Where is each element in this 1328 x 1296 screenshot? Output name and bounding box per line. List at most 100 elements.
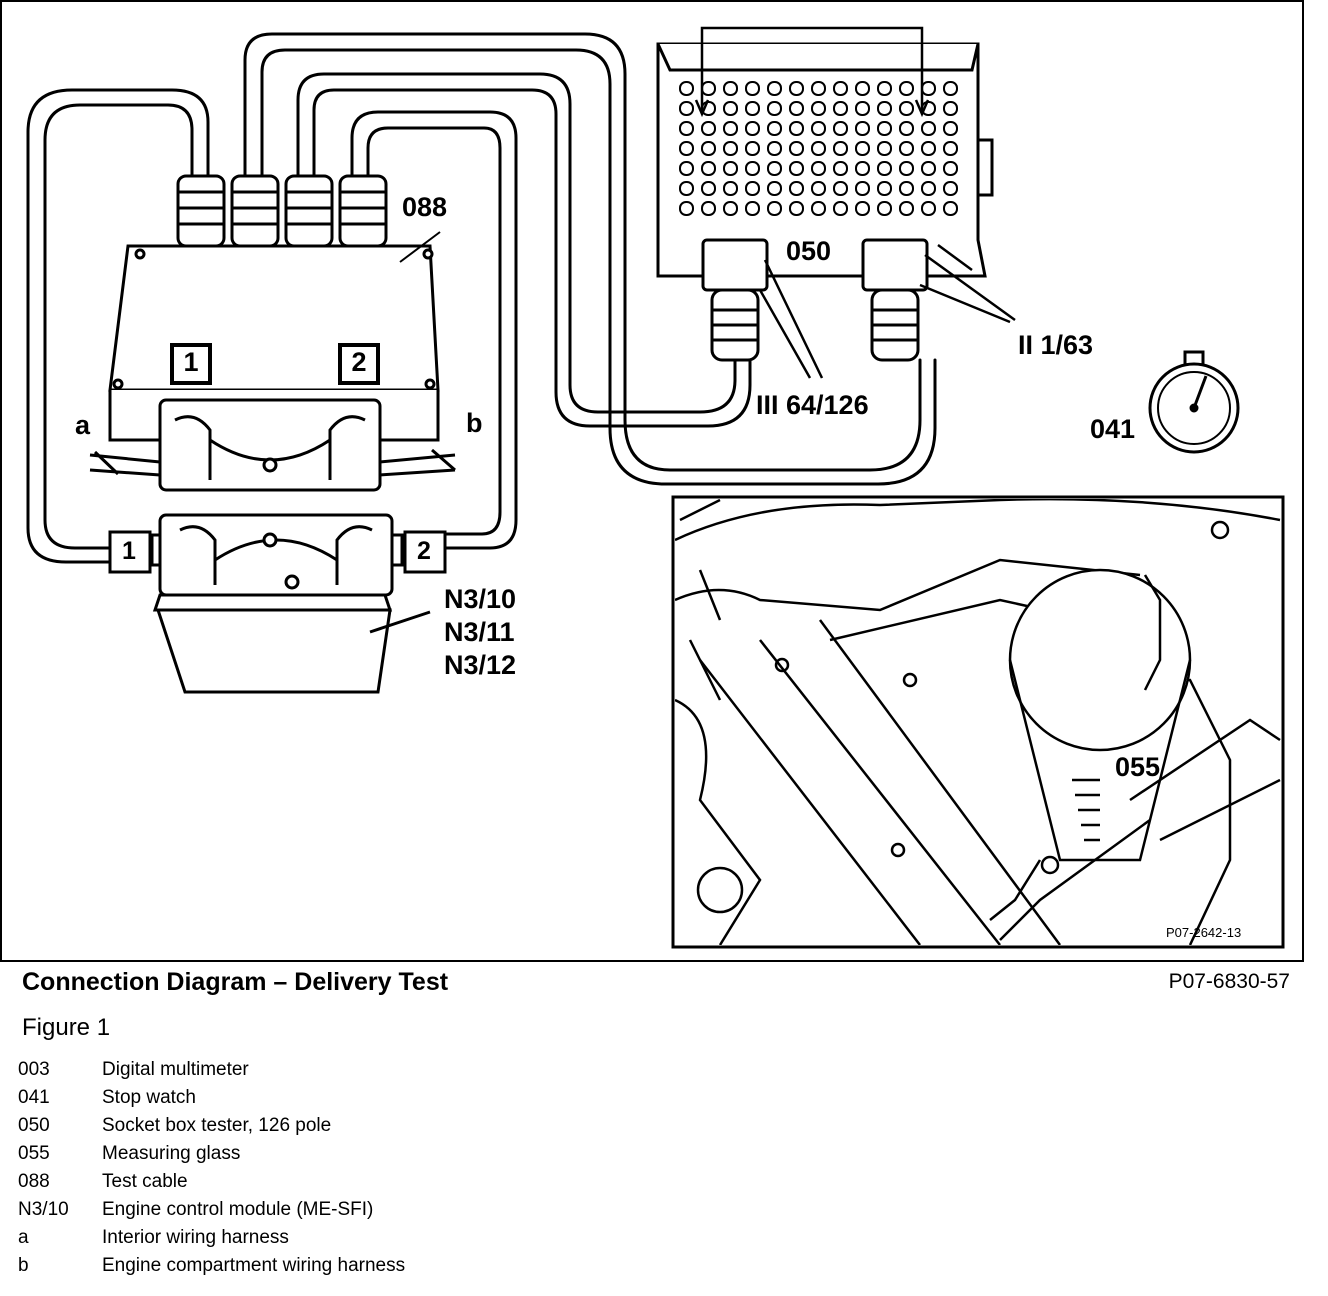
- socket-pin: [833, 201, 848, 216]
- plug-3: [284, 174, 334, 248]
- socket-box-sockets: [679, 81, 958, 216]
- label-ecm-n3-10: N3/10: [444, 584, 517, 614]
- socket-pin: [723, 121, 738, 136]
- socket-pin: [811, 141, 826, 156]
- socket-pin: [899, 101, 914, 116]
- cable-mid-outer: [243, 32, 922, 472]
- label-connector-iii: III 64/126: [756, 390, 869, 420]
- socket-pin: [921, 201, 936, 216]
- socket-pin: [833, 161, 848, 176]
- socket-pin: [701, 181, 716, 196]
- socket-pin: [811, 121, 826, 136]
- legend-desc: Stop watch: [102, 1087, 196, 1108]
- socket-pin: [877, 161, 892, 176]
- socket-pin: [701, 161, 716, 176]
- socket-pin: [855, 101, 870, 116]
- label-harness-b: b: [466, 408, 483, 438]
- socket-pin: [723, 161, 738, 176]
- socket-pin: [943, 161, 958, 176]
- socket-pin: [921, 161, 936, 176]
- socket-pin: [811, 161, 826, 176]
- socket-pin: [745, 181, 760, 196]
- socket-pin: [789, 181, 804, 196]
- socket-pin: [767, 181, 782, 196]
- socket-pin: [877, 201, 892, 216]
- socket-pin: [789, 141, 804, 156]
- stop-watch-icon: [1148, 350, 1240, 454]
- socket-pin: [855, 81, 870, 96]
- cable-left-outer: [43, 103, 194, 550]
- label-harness-a: a: [75, 410, 91, 440]
- socket-pin: [877, 121, 892, 136]
- legend-code: 055: [18, 1143, 50, 1164]
- socket-pin: [789, 201, 804, 216]
- socket-pin: [789, 81, 804, 96]
- socket-pin: [899, 181, 914, 196]
- socket-pin: [745, 121, 760, 136]
- socket-pin: [745, 141, 760, 156]
- label-box-connector-1: 1: [183, 347, 199, 377]
- socket-pin: [855, 121, 870, 136]
- legend-desc: Test cable: [102, 1171, 188, 1192]
- harness-connector: [89, 398, 456, 492]
- socket-pin: [943, 181, 958, 196]
- socket-pin: [723, 141, 738, 156]
- socket-pin: [899, 161, 914, 176]
- socket-pin: [789, 161, 804, 176]
- socket-pin: [833, 81, 848, 96]
- legend-item: 041 Stop watch: [18, 1084, 405, 1112]
- socket-pin: [679, 141, 694, 156]
- cable-inner2-inner: [312, 88, 752, 428]
- socket-pin: [855, 201, 870, 216]
- socket-pin: [899, 121, 914, 136]
- label-adapter-connector-1: 1: [122, 537, 136, 565]
- socket-pin: [855, 161, 870, 176]
- socket-pin: [921, 81, 936, 96]
- connection-diagram-art: [26, 26, 1285, 949]
- socket-pin: [767, 121, 782, 136]
- socket-pin: [767, 81, 782, 96]
- socket-pin: [745, 81, 760, 96]
- socket-pin: [723, 201, 738, 216]
- label-ecm-n3-12: N3/12: [444, 650, 517, 680]
- socket-box-arrows: [694, 26, 930, 118]
- socket-pin: [745, 101, 760, 116]
- socket-pin: [833, 181, 848, 196]
- legend-item: b Engine compartment wiring harness: [18, 1252, 405, 1280]
- legend-desc: Socket box tester, 126 pole: [102, 1115, 332, 1136]
- socket-pin: [877, 81, 892, 96]
- cable-right-outer: [350, 110, 518, 550]
- legend-desc: Interior wiring harness: [102, 1227, 289, 1248]
- socket-pin: [767, 101, 782, 116]
- label-adapter-connector-2: 2: [417, 537, 431, 565]
- legend-desc: Measuring glass: [102, 1143, 241, 1164]
- adapter-connector: [108, 513, 447, 694]
- socket-pin: [701, 141, 716, 156]
- socket-pin: [833, 101, 848, 116]
- socket-pin: [767, 141, 782, 156]
- socket-pin: [943, 81, 958, 96]
- socket-pin: [701, 121, 716, 136]
- label-ecm: N3/10 N3/11 N3/12: [444, 583, 516, 682]
- socket-pin: [899, 201, 914, 216]
- cable-right-inner: [366, 126, 502, 536]
- legend-desc: Engine compartment wiring harness: [102, 1255, 406, 1276]
- ecm-body: [155, 608, 392, 694]
- socket-pin: [679, 81, 694, 96]
- label-test-cable: 088: [402, 192, 448, 222]
- socket-pin: [921, 181, 936, 196]
- legend-code: 041: [18, 1087, 50, 1108]
- legend-item: 055 Measuring glass: [18, 1140, 405, 1168]
- socket-pin: [877, 101, 892, 116]
- socket-pin: [899, 141, 914, 156]
- legend-code: b: [18, 1255, 29, 1276]
- socket-pin: [943, 201, 958, 216]
- cable-mid-inner: [260, 48, 937, 486]
- socket-pin: [679, 121, 694, 136]
- socket-pin: [811, 81, 826, 96]
- plug-4: [338, 174, 388, 248]
